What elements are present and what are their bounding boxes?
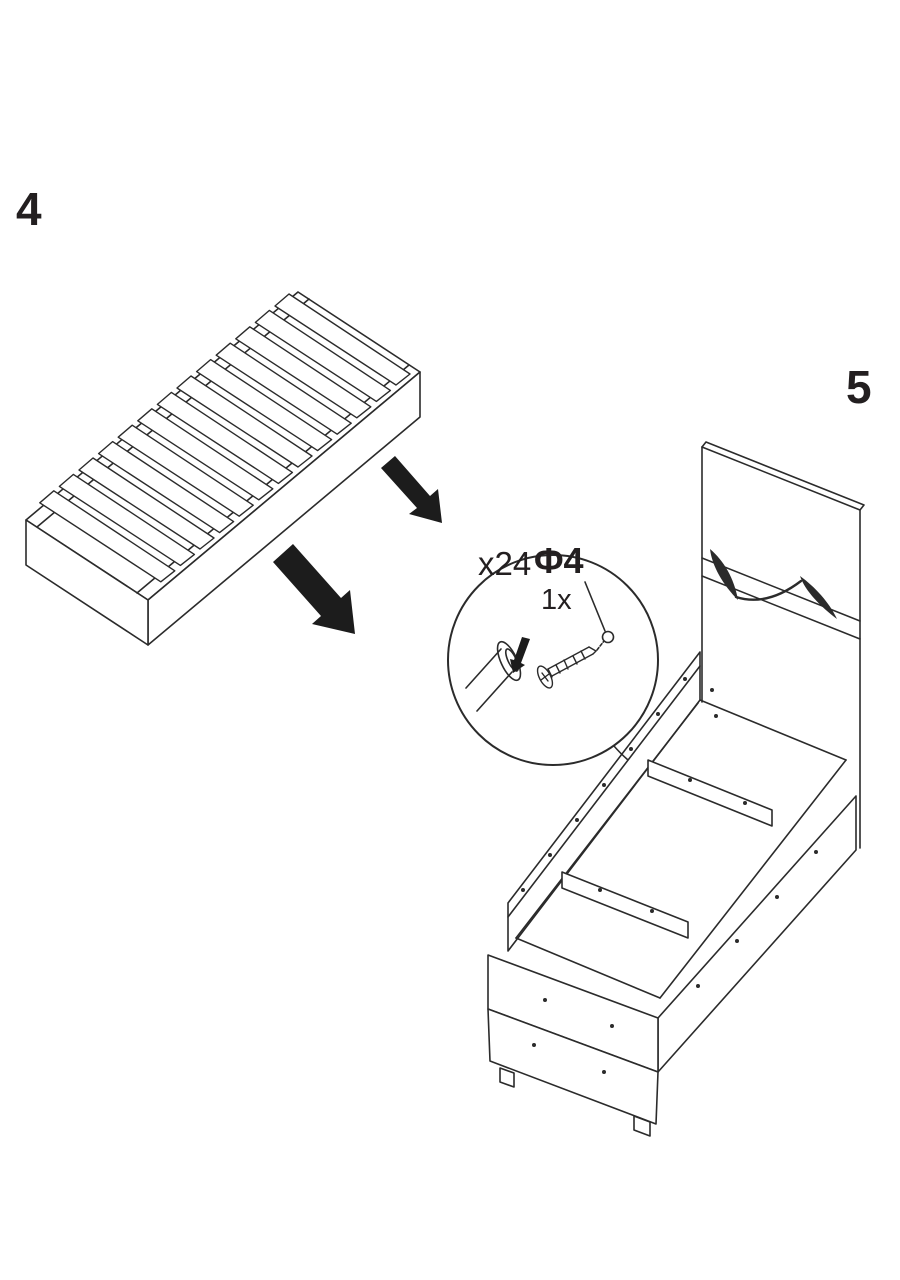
pilot-holes-far-rail [521,677,687,892]
slatted-base-illustration [25,291,421,646]
pilot-holes-headboard [710,688,718,718]
callout-leader-line [613,745,629,761]
insert-arrow-icon [510,637,530,673]
pilot-holes-near-rail [696,850,818,988]
screw-hole-icon [601,630,615,644]
screw-quantity-label: 1x [541,584,572,616]
diameter-label-leader [584,581,606,632]
screw-diameter-label: Φ4 [534,540,584,581]
arrow-down-right-small-icon [381,456,442,523]
arrow-down-right-large-icon [273,544,355,634]
magnifier-callout [447,554,659,766]
screw-axis-dashed-line [596,640,605,651]
step-4-number: 4 [16,183,42,235]
screw-icon [536,646,598,689]
frame-interior [515,699,847,999]
headboard-panel [701,441,865,849]
step-5-number: 5 [846,361,872,413]
footboard-panel [487,954,659,1137]
screw-count-label: x24 [478,545,532,582]
slat-support-rails [561,759,773,939]
bed-frame-illustration [487,441,865,1137]
